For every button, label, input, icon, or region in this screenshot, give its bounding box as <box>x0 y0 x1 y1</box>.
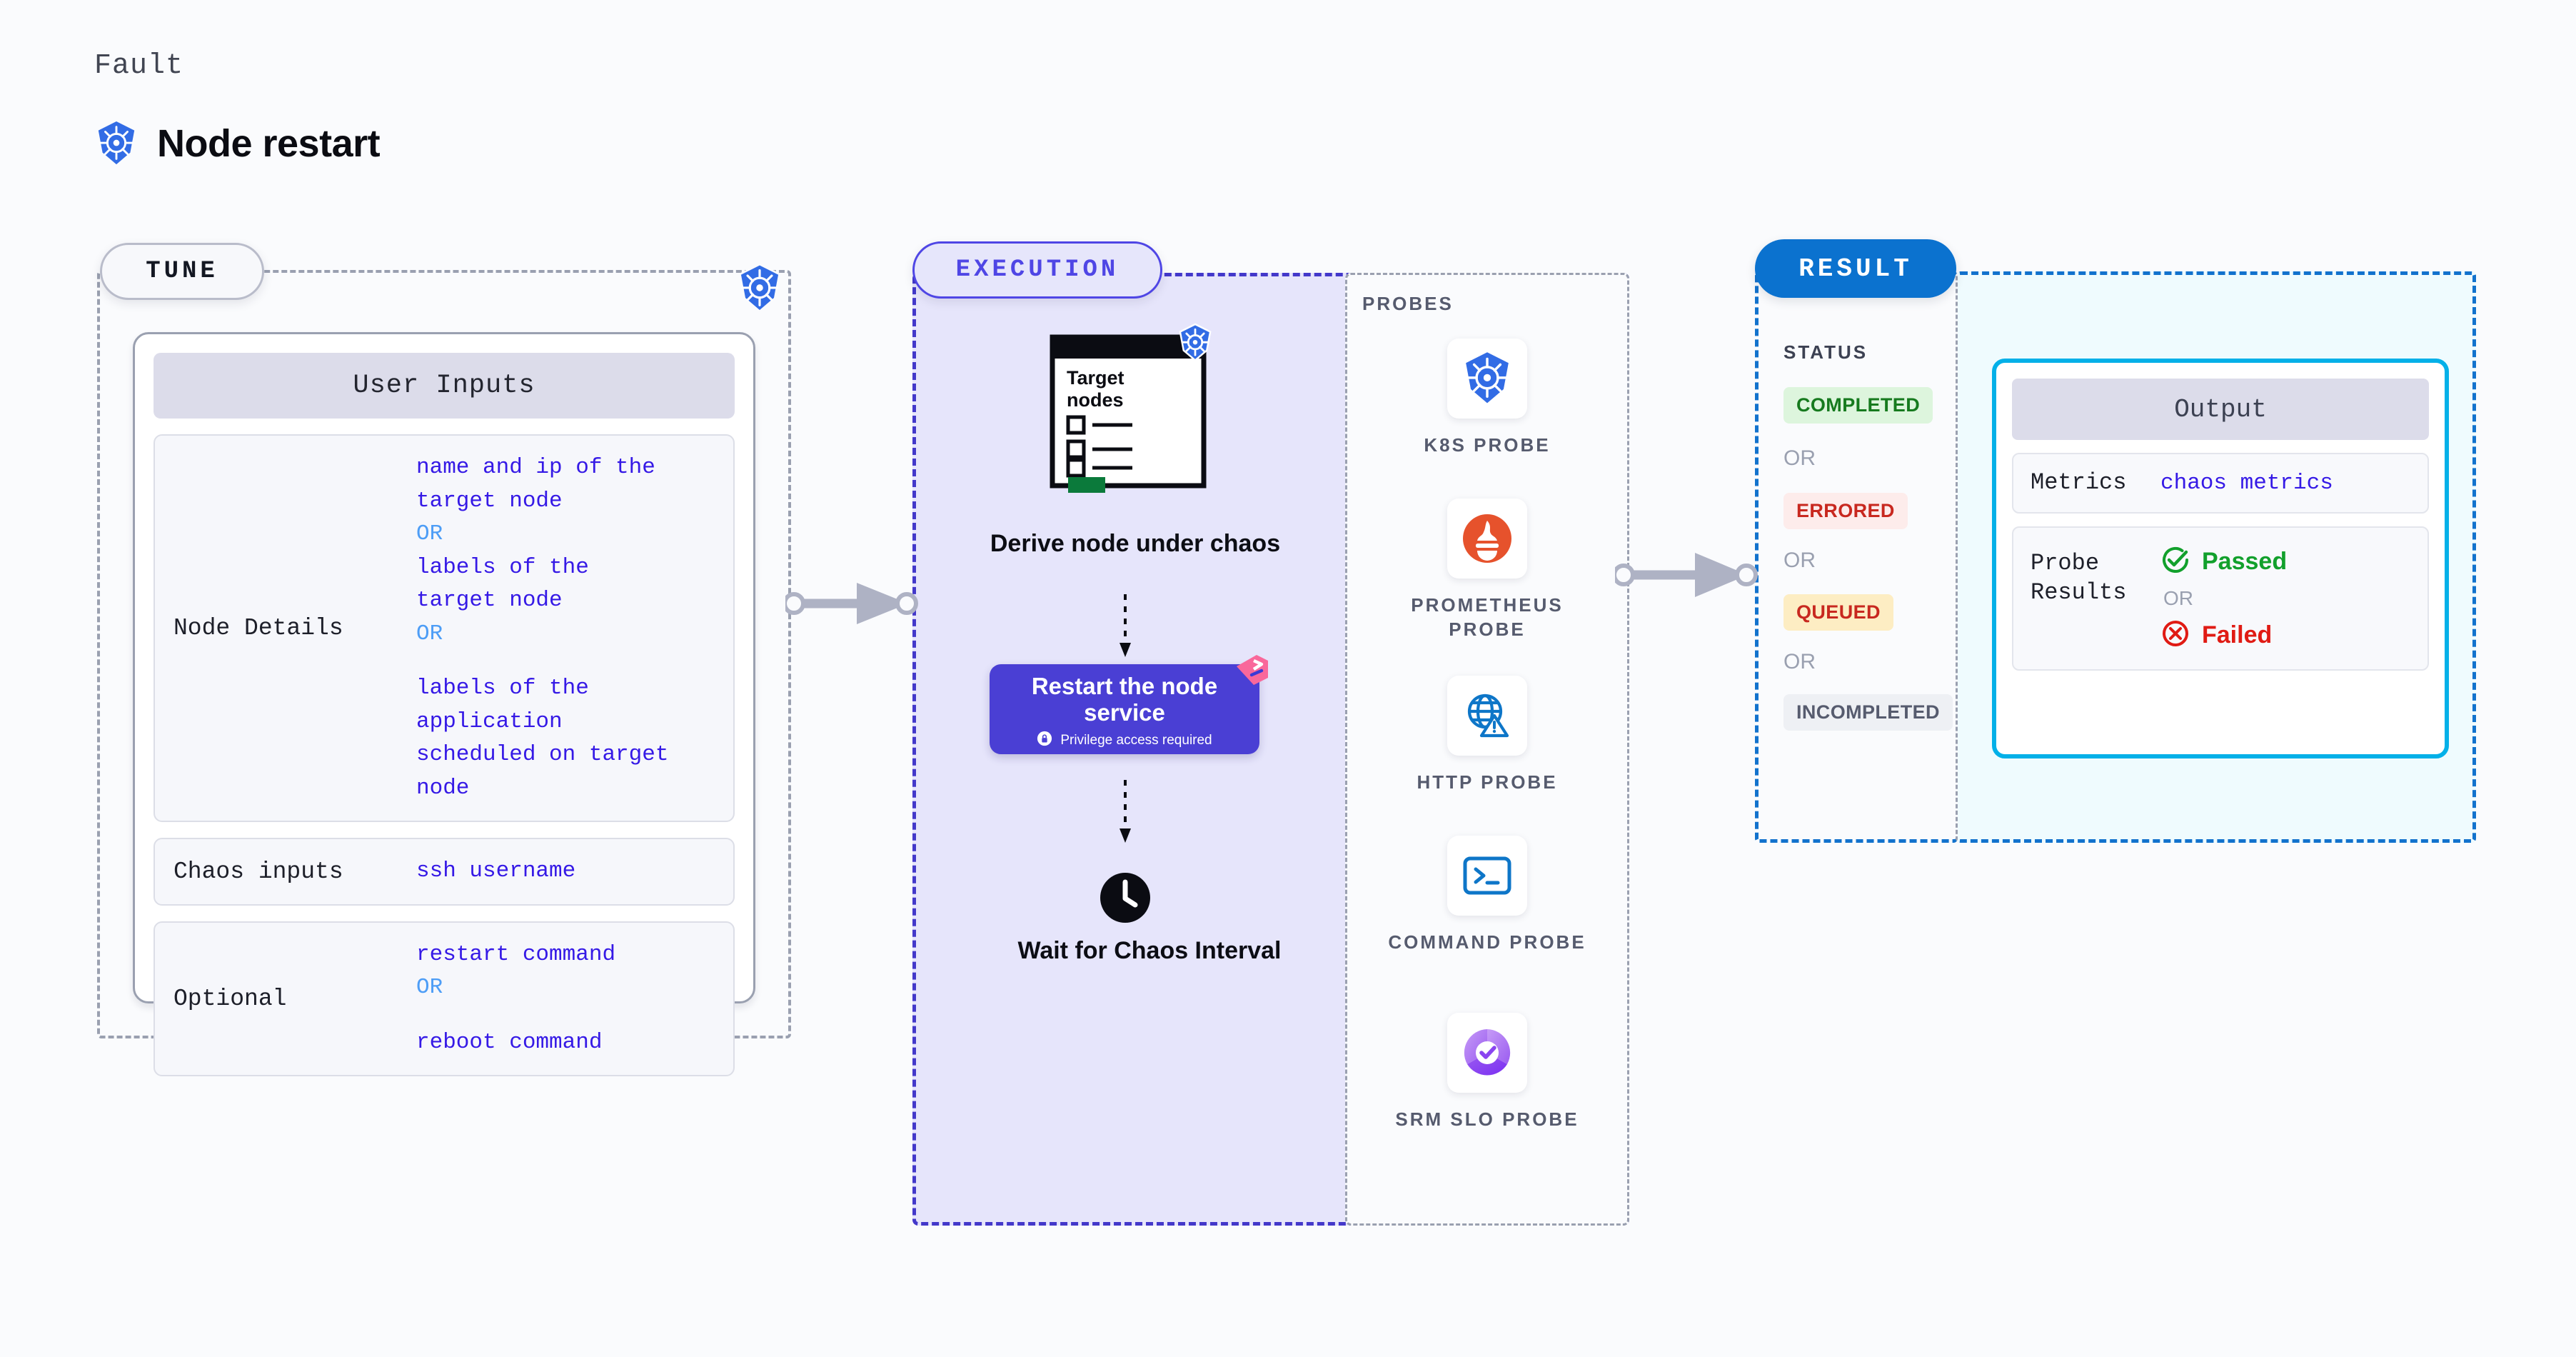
target-nodes-progress-bar <box>1068 477 1105 493</box>
status-or-separator: OR <box>1783 446 1816 470</box>
probe-item-http[interactable]: HTTP PROBE <box>1380 676 1594 794</box>
probe-label: K8S PROBE <box>1424 434 1551 456</box>
harness-ribbon-icon <box>1232 654 1269 691</box>
privilege-note-text: Privilege access required <box>1060 732 1212 748</box>
status-badge-completed: COMPLETED <box>1783 387 1933 424</box>
input-values: restart command OR reboot command <box>416 938 615 1060</box>
derive-node-caption: Derive node under chaos <box>990 530 1281 557</box>
status-or-separator: OR <box>1783 650 1816 674</box>
status-badge-incompleted: INCOMPLETED <box>1783 694 1953 731</box>
input-value-line: labels of the <box>416 554 589 580</box>
input-row-node-details: Node Details name and ip of the target n… <box>154 434 735 822</box>
check-circle-icon <box>2160 545 2190 579</box>
clock-icon <box>1097 870 1153 929</box>
input-label: Optional <box>173 985 287 1012</box>
status-or-separator: OR <box>1783 549 1816 572</box>
output-row-metrics: Metrics chaos metrics <box>2012 453 2429 514</box>
input-value-line: reboot command <box>416 1029 603 1055</box>
restart-card-title: Restart the node service <box>1031 672 1218 726</box>
input-or-separator: OR <box>416 621 443 646</box>
input-value-line: scheduled on target node <box>416 742 669 801</box>
probe-item-prometheus[interactable]: PROMETHEUS PROBE <box>1380 499 1594 642</box>
srm-slo-icon <box>1447 1013 1527 1093</box>
output-label: Metrics <box>2031 469 2127 496</box>
probes-title: PROBES <box>1362 293 1454 314</box>
output-title: Output <box>2012 379 2429 440</box>
status-badge-errored: ERRORED <box>1783 493 1908 529</box>
output-value: chaos metrics <box>2160 470 2333 496</box>
user-inputs-card: User Inputs Node Details name and ip of … <box>133 332 755 1076</box>
privilege-note-row: Privilege access required <box>1037 731 1212 750</box>
globe-warning-icon <box>1447 676 1527 756</box>
probe-result-label: Failed <box>2202 621 2273 649</box>
input-value-line: target node <box>416 488 563 514</box>
probe-result-or-separator: OR <box>2163 586 2193 609</box>
input-value-line: labels of the application <box>416 676 589 734</box>
input-value-gap <box>416 651 715 672</box>
probe-result-passed: Passed <box>2160 545 2287 579</box>
status-badge-queued: QUEUED <box>1783 594 1893 631</box>
wait-chaos-interval-caption: Wait for Chaos Interval <box>1017 937 1282 964</box>
restart-node-service-card[interactable]: Restart the node service Privilege acces… <box>990 664 1259 754</box>
result-stage-pill[interactable]: RESULT <box>1755 239 1956 298</box>
input-value-line: restart command <box>416 941 616 967</box>
target-nodes-title: Target nodes <box>1067 367 1125 411</box>
input-values: name and ip of the target node OR labels… <box>416 451 715 805</box>
flow-arrow-down <box>1105 778 1145 851</box>
flow-arrow-down <box>1105 593 1145 665</box>
kubernetes-icon <box>1447 339 1527 419</box>
probe-result-label: Passed <box>2202 547 2288 575</box>
fault-title-row: Node restart <box>94 120 381 167</box>
input-or-separator: OR <box>416 521 443 546</box>
input-label: Chaos inputs <box>173 858 343 885</box>
input-values: ssh username <box>416 855 575 888</box>
probe-label: PROMETHEUS PROBE <box>1411 594 1564 641</box>
kubernetes-icon <box>735 263 784 318</box>
input-row-optional: Optional restart command OR reboot comma… <box>154 921 735 1076</box>
prometheus-icon <box>1447 499 1527 579</box>
terminal-icon <box>1447 836 1527 916</box>
kubernetes-icon <box>1177 323 1214 366</box>
page-title: Node restart <box>157 122 381 165</box>
fault-kicker-label: Fault <box>94 50 184 82</box>
input-or-separator: OR <box>416 975 443 1000</box>
probe-label: HTTP PROBE <box>1417 771 1558 793</box>
probe-item-srm-slo[interactable]: SRM SLO PROBE <box>1380 1013 1594 1131</box>
probe-label: COMMAND PROBE <box>1388 931 1586 953</box>
status-title: STATUS <box>1783 341 1868 363</box>
probe-results-values: Passed OR Failed <box>2160 545 2287 652</box>
input-row-chaos-inputs: Chaos inputs ssh username <box>154 838 735 906</box>
connector-tune-to-execution <box>783 571 928 639</box>
input-value-line: target node <box>416 588 563 613</box>
tune-stage-pill[interactable]: TUNE <box>100 243 264 300</box>
execution-stage-pill[interactable]: EXECUTION <box>912 241 1162 299</box>
lock-icon <box>1037 731 1052 750</box>
input-label: Node Details <box>173 614 343 641</box>
user-inputs-title: User Inputs <box>154 353 735 419</box>
result-status-region <box>1755 271 1958 843</box>
input-value-gap <box>416 1005 615 1026</box>
x-circle-icon <box>2160 619 2190 652</box>
probe-item-command[interactable]: COMMAND PROBE <box>1380 836 1594 954</box>
probe-result-failed: Failed <box>2160 619 2287 652</box>
target-nodes-card: Target nodes <box>1050 334 1212 496</box>
input-value-line: name and ip of the <box>416 455 655 480</box>
input-value-line: ssh username <box>416 858 576 883</box>
connector-execution-to-result <box>1612 536 1772 618</box>
probe-item-k8s[interactable]: K8S PROBE <box>1380 339 1594 457</box>
kubernetes-icon <box>94 120 139 167</box>
probe-label: SRM SLO PROBE <box>1395 1108 1579 1130</box>
